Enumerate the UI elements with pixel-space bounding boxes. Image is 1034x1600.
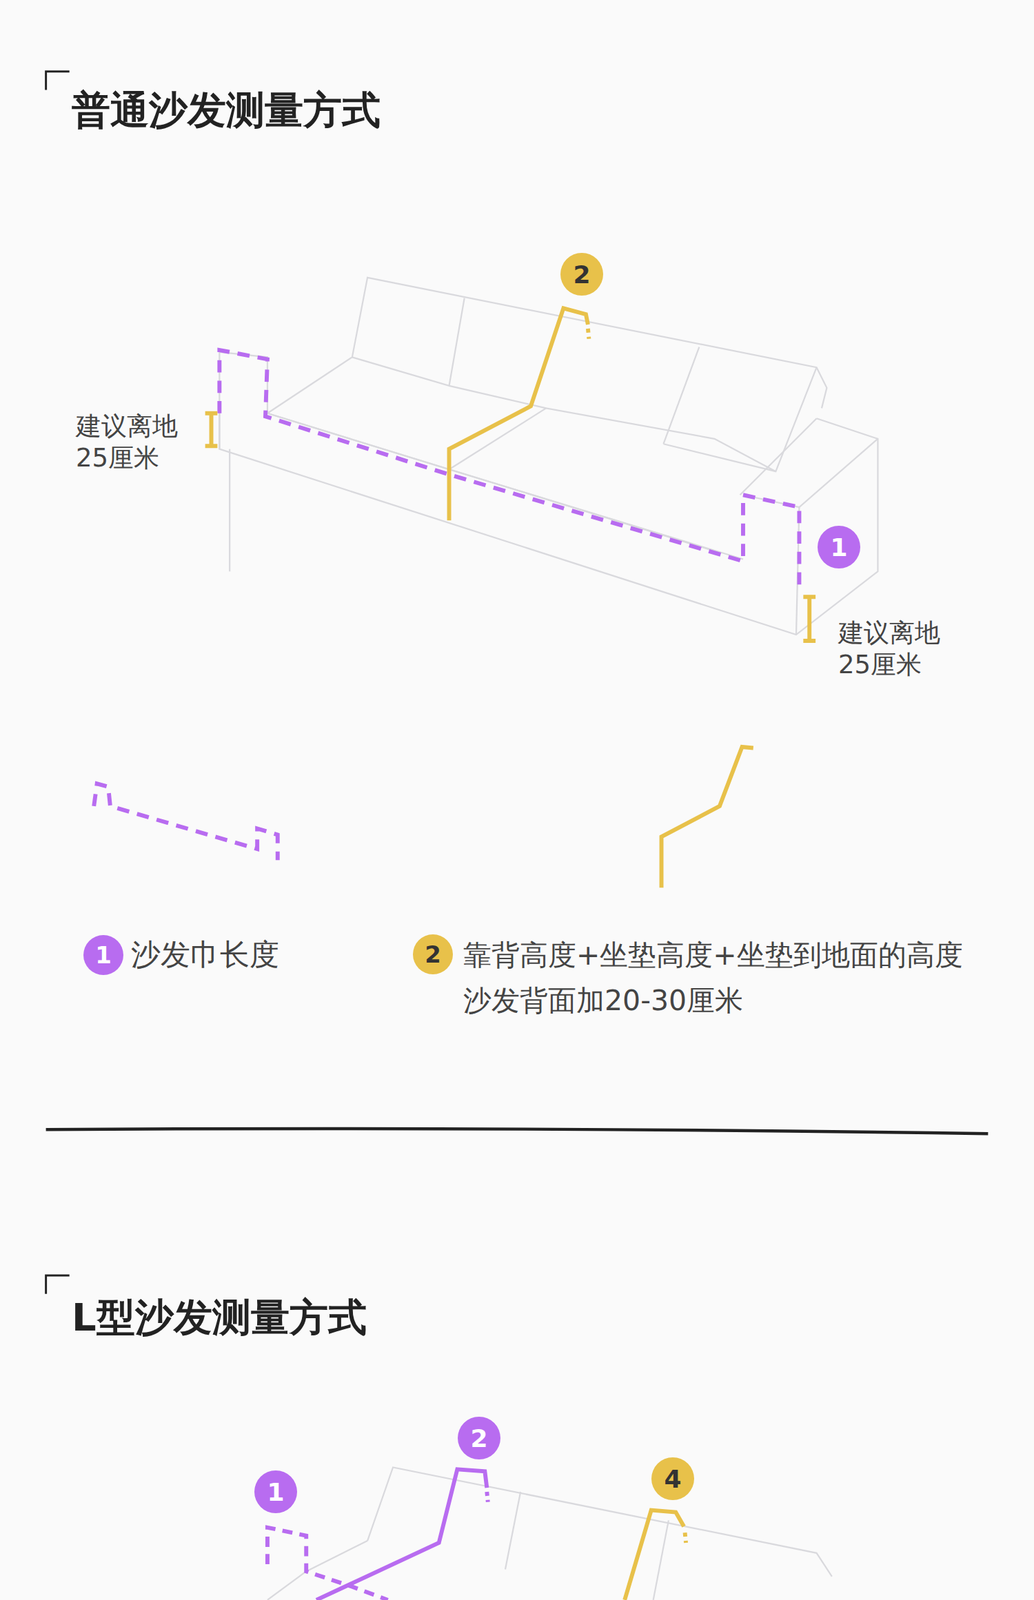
callout-circle: 1 [83, 935, 124, 976]
height-path [205, 308, 816, 888]
sofa-outline [219, 277, 878, 635]
callout-circle: 2 [457, 1417, 501, 1461]
corner-bracket [46, 71, 70, 91]
ground-clearance-note: 建议离地 25厘米 [838, 617, 951, 682]
separator-line [46, 1129, 989, 1134]
callout-number: 2 [470, 1424, 488, 1454]
callout-circle: 2 [560, 252, 604, 296]
callout-number: 4 [663, 1465, 682, 1494]
l-sofa-paths [267, 1469, 489, 1600]
callout-circle: 4 [651, 1457, 695, 1501]
callout-number: 2 [424, 940, 442, 969]
callout-number: 1 [95, 941, 112, 970]
callout-circle: 2 [412, 934, 453, 975]
callout-circle: 1 [817, 525, 861, 569]
callout-circle: 1 [254, 1471, 298, 1514]
legend-text: 靠背高度+坐垫高度+坐垫到地面的高度 [463, 938, 963, 973]
l-sofa-height-path [685, 1533, 686, 1544]
section-title: L型沙发测量方式 [71, 1294, 367, 1341]
callout-number: 1 [829, 533, 848, 562]
callout-number: 2 [572, 260, 591, 289]
ground-clearance-note: 建议离地 25厘米 [75, 410, 189, 475]
legend-text: 沙发巾长度 [130, 937, 280, 974]
page-title: 普通沙发测量方式 [71, 86, 381, 134]
corner-bracket [46, 1275, 70, 1295]
callout-number: 1 [266, 1478, 285, 1507]
l-sofa-outline [267, 1467, 833, 1600]
l-sofa-height-path [624, 1511, 684, 1600]
cover-length-path [93, 350, 799, 861]
legend-text: 沙发背面加20-30厘米 [463, 984, 744, 1019]
